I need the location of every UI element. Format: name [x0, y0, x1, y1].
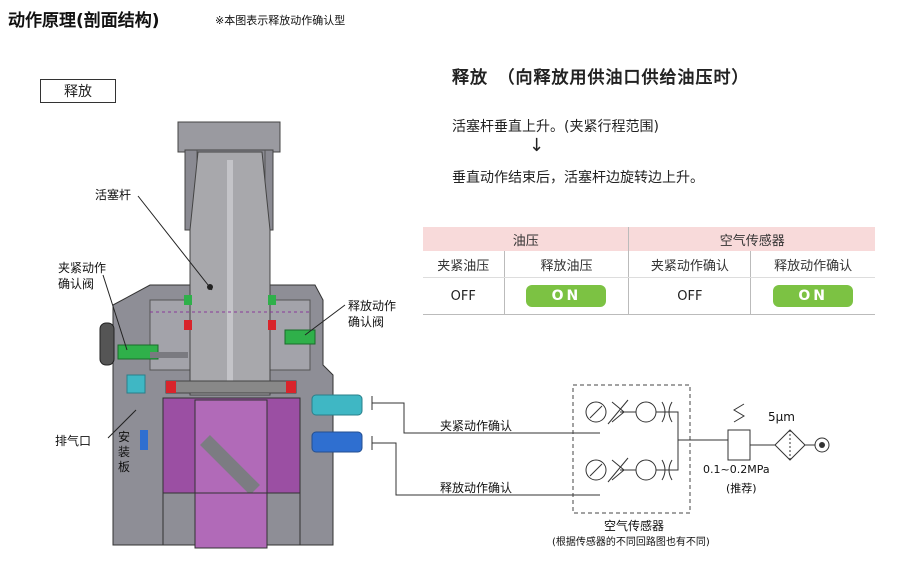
description-line-1: 活塞杆垂直上升。(夹紧行程范围)	[452, 119, 659, 135]
filter-label: 5μm	[768, 410, 795, 424]
value-release-confirm: ON	[773, 285, 854, 307]
sensor-note: (根据传感器的不同回路图也有不同)	[552, 537, 710, 548]
col-clamp-confirm: 夹紧动作确认	[628, 251, 752, 278]
page-title: 动作原理(剖面结构)	[8, 11, 160, 31]
air-sensor-box	[572, 384, 691, 514]
circuit-line-release: 释放动作确认	[440, 481, 513, 495]
label-clamp-valve: 夹紧动作 确认阀	[58, 261, 107, 291]
col-release-pressure: 释放油压	[504, 251, 630, 278]
recommend-label: (推荐)	[726, 482, 757, 495]
label-exhaust: 排气口	[55, 434, 92, 448]
group-oil-pressure: 油压	[423, 227, 630, 251]
release-heading: 释放 （向释放用供油口供给油压时）	[452, 68, 750, 88]
status-table: 油压 空气传感器 夹紧油压 释放油压 夹紧动作确认 释放动作确认 OFF ON …	[423, 227, 875, 315]
state-box-label: 释放	[40, 79, 116, 103]
upper-nut	[177, 121, 281, 153]
value-release-pressure: ON	[526, 285, 607, 307]
label-mount-plate: 安 装 板	[118, 430, 131, 474]
group-air-sensor: 空气传感器	[628, 227, 875, 251]
release-valve	[284, 329, 316, 345]
pressure-regulator	[727, 429, 751, 461]
pressure-label: 0.1~0.2MPa	[703, 463, 770, 476]
circuit-line-clamp: 夹紧动作确认	[440, 419, 513, 433]
label-release-valve: 释放动作 确认阀	[348, 299, 397, 329]
label-piston-rod: 活塞杆	[95, 188, 132, 202]
col-release-confirm: 释放动作确认	[750, 251, 875, 278]
description-line-2: 垂直动作结束后，活塞杆边旋转边上升。	[452, 170, 704, 186]
arrow-down-icon: ↓	[529, 135, 545, 156]
clamp-port	[311, 394, 363, 416]
col-clamp-pressure: 夹紧油压	[423, 251, 505, 278]
page-note: ※本图表示释放动作确认型	[215, 14, 346, 27]
value-clamp-confirm: OFF	[628, 277, 752, 315]
sensor-title: 空气传感器	[604, 519, 665, 533]
release-port	[311, 431, 363, 453]
value-clamp-pressure: OFF	[423, 277, 505, 315]
